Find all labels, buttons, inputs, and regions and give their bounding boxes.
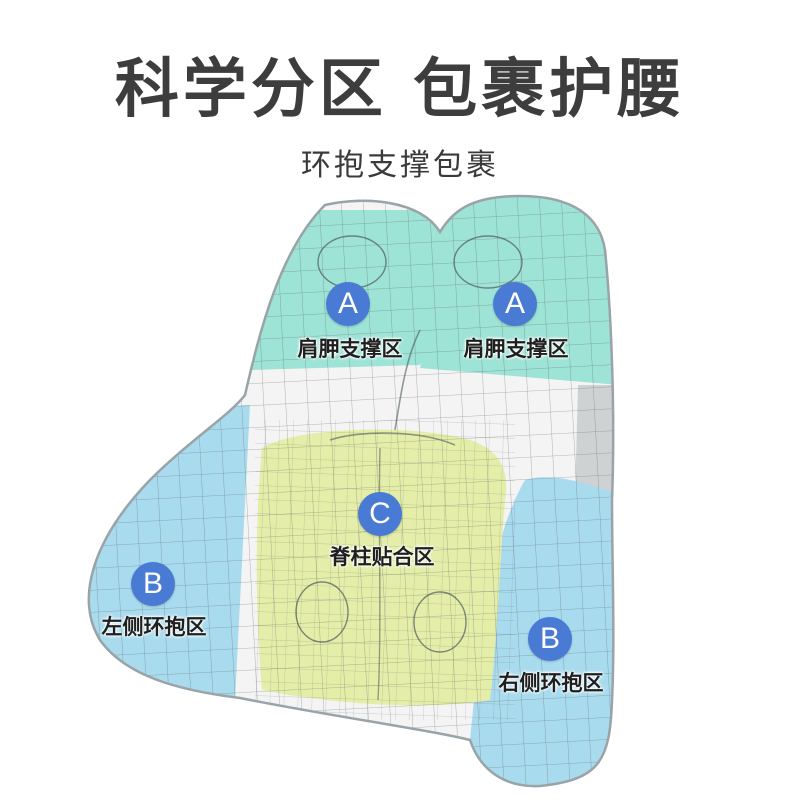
zone-b-left-badge: B <box>131 562 175 606</box>
zone-a-left-badge: A <box>326 282 370 326</box>
zone-b-right-label: 右侧环抱区 <box>498 671 604 695</box>
zone-a-right-label: 肩胛支撑区 <box>463 337 569 361</box>
zone-a-right-badge: A <box>493 282 537 326</box>
zone-c-badge: C <box>358 492 402 536</box>
zone-c-label: 脊柱贴合区 <box>329 545 435 569</box>
zone-a-left-label: 肩胛支撑区 <box>297 337 403 361</box>
page-title: 科学分区 包裹护腰 <box>114 53 686 127</box>
zone-b-left-label: 左侧环抱区 <box>101 615 207 639</box>
zone-b-right-badge: B <box>528 617 572 661</box>
page-subtitle: 环抱支撑包裹 <box>301 148 499 183</box>
